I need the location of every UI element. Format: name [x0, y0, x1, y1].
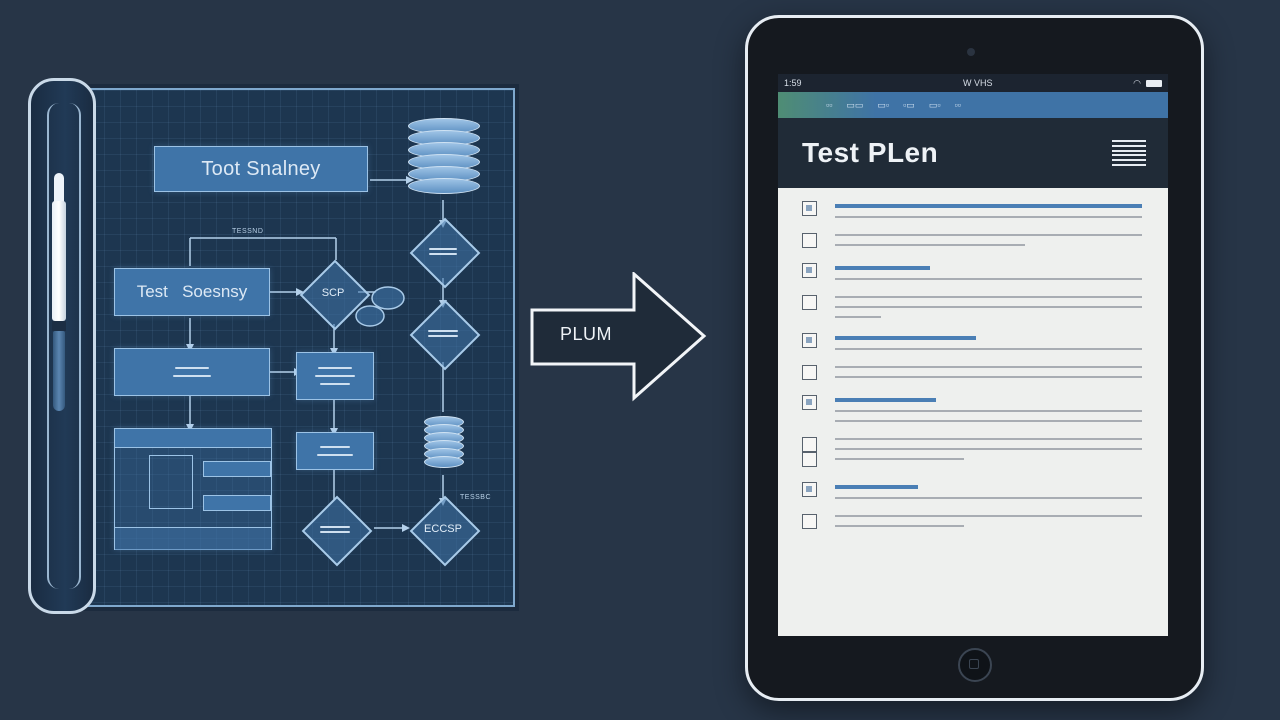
process-box-left: [114, 348, 270, 396]
app-toolbar: ▫▫ ▭▭ ▭▫ ▫▭ ▭▫ ▫▫: [778, 92, 1168, 118]
process-box-mid: [296, 352, 374, 400]
checklist-item: [802, 292, 1142, 318]
camera-icon: [967, 48, 975, 56]
wifi-icon: ◠: [1133, 77, 1141, 88]
blueprint-sheet: Toot Snalney TESSND Test Soesnsy: [86, 88, 515, 607]
checklist-item: [802, 330, 1142, 350]
checklist-item: [802, 198, 1142, 218]
status-center-text: W VHS: [963, 78, 993, 88]
database-icon: [408, 118, 480, 194]
toolbar-icon-1[interactable]: ▫▫: [826, 100, 833, 110]
strategy-box-top: Toot Snalney: [154, 146, 368, 192]
battery-icon: [1146, 79, 1162, 87]
blueprint-scroll: Toot Snalney TESSND Test Soesnsy: [28, 78, 518, 614]
decision-diamond-bottom-right: ECCSP: [408, 494, 481, 567]
decision-diamond-bottom-left: [300, 494, 373, 567]
test-plan-checklist: [778, 188, 1168, 529]
page-title: Test PLen: [802, 137, 939, 168]
status-bar: 1:59 W VHS ◠: [778, 74, 1168, 92]
strategy-box-top-label: Toot Snalney: [201, 157, 321, 180]
checklist-item: [802, 392, 1142, 422]
transform-arrow: PLUM: [530, 270, 710, 402]
strategy-box-left-label: Test Soesnsy: [136, 282, 248, 301]
checkbox[interactable]: [802, 437, 817, 467]
checklist-item: [802, 362, 1142, 380]
home-button[interactable]: [958, 648, 992, 682]
checklist-item: [802, 260, 1142, 280]
checkbox[interactable]: [802, 201, 817, 216]
database-small-icon: [424, 416, 464, 468]
checklist-item: [802, 479, 1142, 499]
connector-label: TESSND: [232, 228, 264, 235]
checkbox[interactable]: [802, 365, 817, 380]
process-box-mid-2: [296, 432, 374, 470]
toolbar-icon-3[interactable]: ▭▫: [877, 99, 890, 110]
plan-header: Test PLen: [778, 118, 1168, 188]
pen-icon: [52, 173, 66, 413]
decision-diamond-right-1: [408, 216, 481, 289]
arrow-right-icon: [530, 270, 707, 402]
checklist-item: [802, 511, 1142, 529]
checkbox[interactable]: [802, 263, 817, 278]
decision-diamond-mid: SCP: [298, 258, 371, 331]
decision-mid-label: SCP: [321, 287, 345, 299]
toolbar-icon-6[interactable]: ▫▫: [954, 100, 961, 110]
arrow-label: PLUM: [560, 324, 613, 344]
checkbox[interactable]: [802, 514, 817, 529]
menu-icon[interactable]: [1112, 140, 1146, 166]
scroll-roll: [28, 78, 96, 614]
toolbar-icon-2[interactable]: ▭▭: [846, 99, 864, 110]
decision-bottom-right-label: ECCSP: [424, 523, 462, 535]
checkbox[interactable]: [802, 395, 817, 410]
strategy-box-left: Test Soesnsy: [114, 268, 270, 316]
toolbar-icon-4[interactable]: ▫▭: [903, 99, 915, 110]
checkbox[interactable]: [802, 233, 817, 248]
status-time: 1:59: [784, 78, 802, 88]
tablet-device: 1:59 W VHS ◠ ▫▫ ▭▭ ▭▫ ▫▭ ▭▫ ▫▫ Test PLen: [745, 15, 1204, 701]
checklist-item: [802, 230, 1142, 248]
checkbox[interactable]: [802, 333, 817, 348]
toolbar-icon-5[interactable]: ▭▫: [928, 99, 941, 110]
checkbox[interactable]: [802, 295, 817, 310]
tablet-screen: 1:59 W VHS ◠ ▫▫ ▭▭ ▭▫ ▫▭ ▭▫ ▫▫ Test PLen: [778, 74, 1168, 636]
checkbox[interactable]: [802, 482, 817, 497]
decision-diamond-right-2: [408, 298, 481, 371]
side-label: TESSBC: [460, 494, 492, 501]
checklist-item: [802, 434, 1142, 467]
table-box-left: [114, 428, 272, 550]
